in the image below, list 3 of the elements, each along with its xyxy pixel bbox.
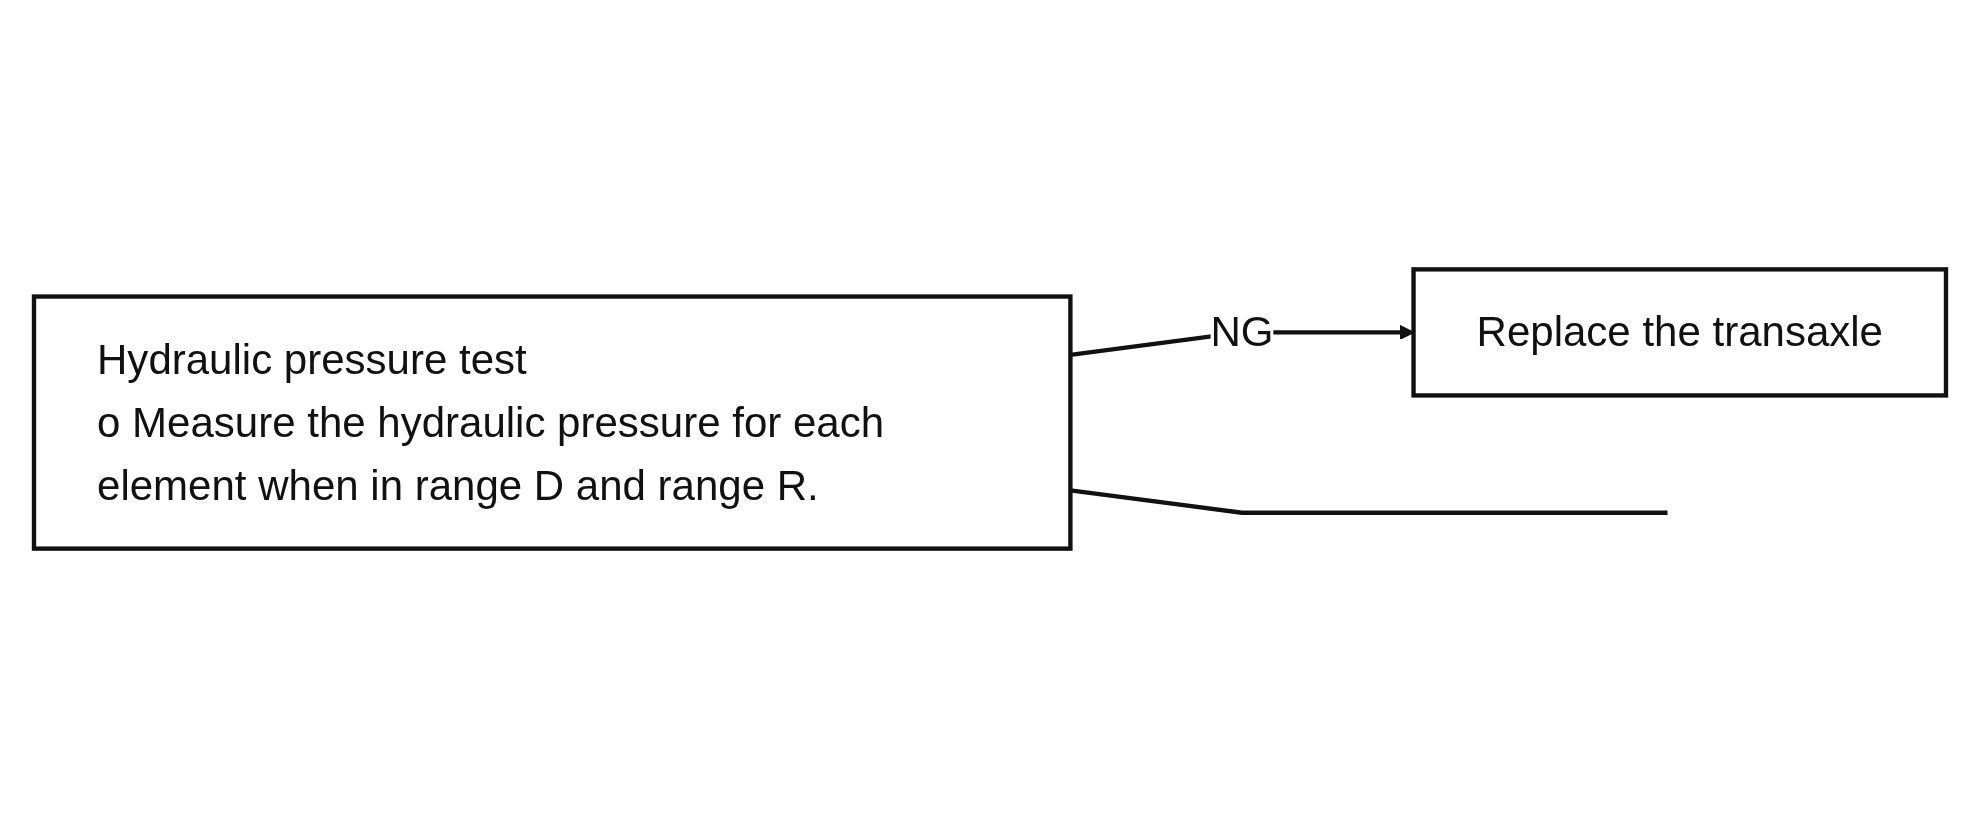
node-box: Replace the transaxle — [1411, 267, 1949, 398]
node-box: Hydraulic pressure test o Measure the hydraulic pressure for each element when in range D and range R. — [31, 294, 1073, 551]
edge-label: NG — [1210, 307, 1274, 356]
